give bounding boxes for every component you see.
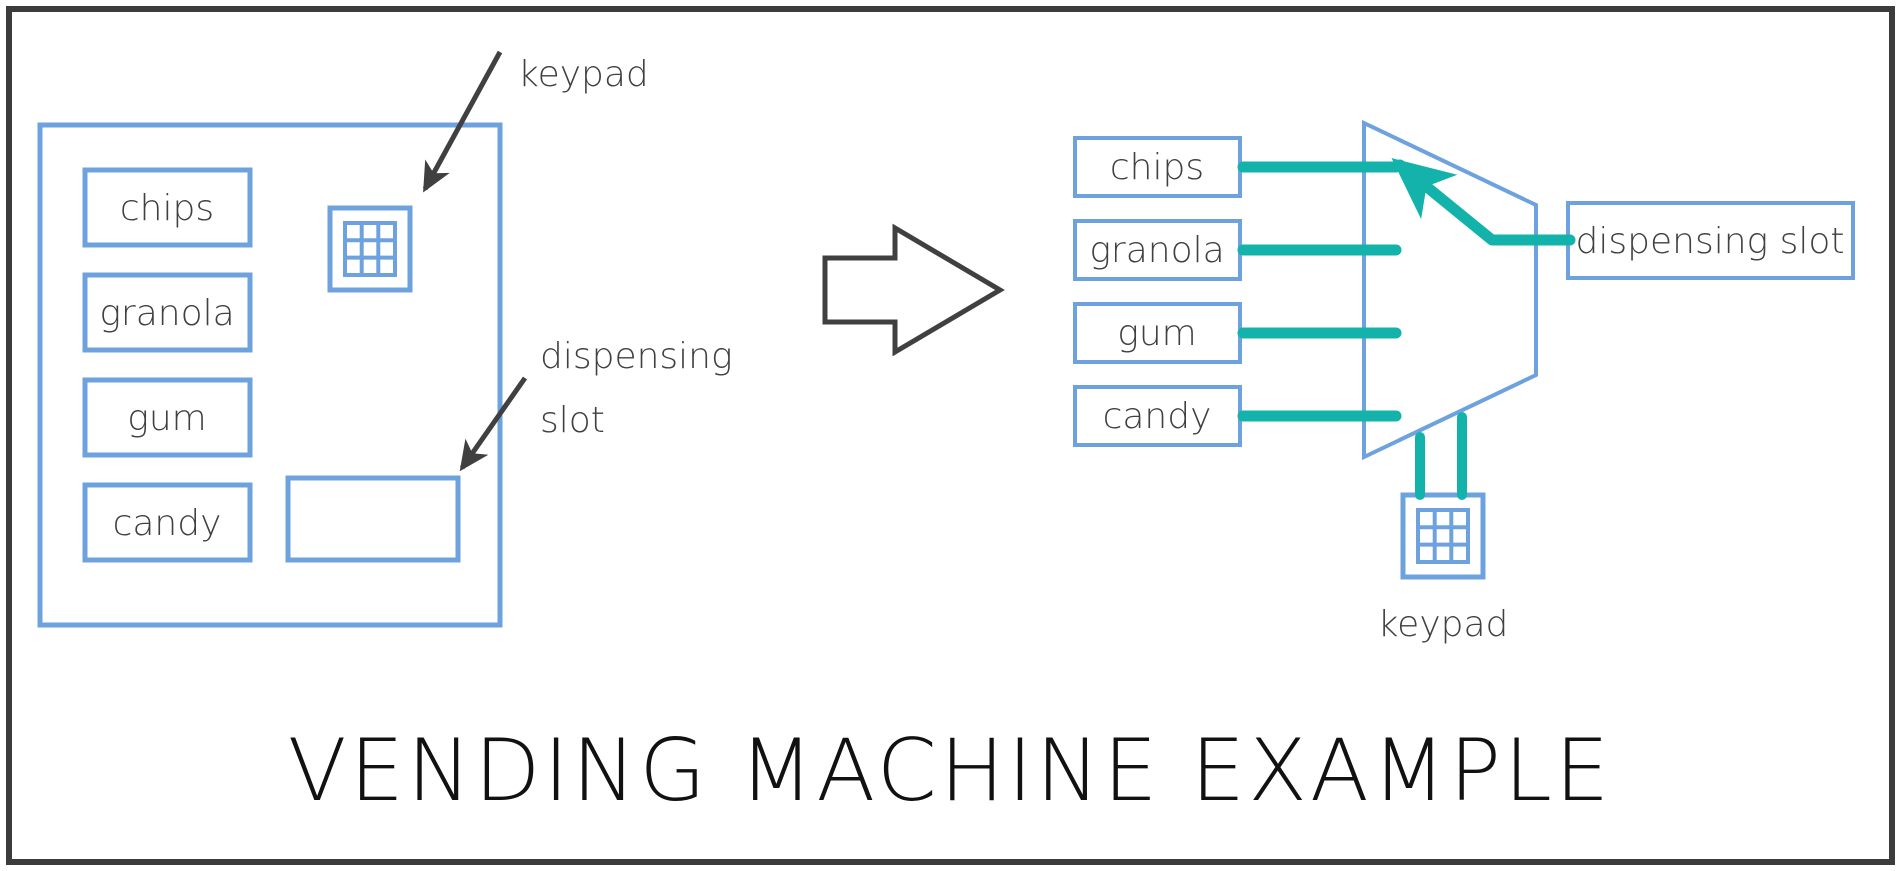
mux-selection-path	[1391, 158, 1576, 246]
mux-input-granola[interactable]: granola	[1073, 219, 1242, 281]
product-slot-gum-label: gum	[127, 398, 207, 439]
product-slot-gum[interactable]: gum	[82, 377, 253, 458]
figure-frame	[6, 6, 1895, 865]
right-panel-group: chips granola gum candy dispensing slot	[1073, 119, 1855, 645]
product-slot-chips-label: chips	[120, 188, 214, 229]
dispensing-slot-callout-label-line2: slot	[540, 400, 605, 441]
mux-input-granola-label: granola	[1089, 230, 1224, 271]
machine-body	[37, 122, 503, 628]
mux-select-lines	[1415, 412, 1467, 500]
transform-arrow	[822, 223, 1005, 357]
mux-select-keypad-icon[interactable]	[1400, 492, 1486, 580]
keypad-callout-label: keypad	[518, 54, 649, 95]
figure-title: VENDING MACHINE EXAMPLE	[288, 721, 1612, 821]
mux-input-candy[interactable]: candy	[1073, 385, 1242, 447]
mux-input-gum-label: gum	[1117, 313, 1197, 354]
dispensing-slot-box[interactable]	[285, 475, 461, 563]
mux-output-dispensing-slot[interactable]: dispensing slot	[1566, 201, 1855, 280]
mux-input-candy-label: candy	[1103, 396, 1212, 437]
mux-input-chips[interactable]: chips	[1073, 136, 1242, 198]
mux-output-dispensing-slot-label: dispensing slot	[1576, 221, 1845, 262]
mux-input-chips-label: chips	[1110, 147, 1204, 188]
keypad-callout-arrow	[422, 50, 503, 193]
product-slot-granola-label: granola	[99, 293, 234, 334]
mux-select-keypad-label: keypad	[1378, 604, 1509, 645]
mux-input-wires	[1237, 161, 1402, 422]
mux-input-gum[interactable]: gum	[1073, 302, 1242, 364]
dispensing-slot-callout-arrow	[459, 376, 528, 472]
product-slot-chips[interactable]: chips	[82, 167, 253, 248]
product-slot-candy-label: candy	[113, 503, 222, 544]
dispensing-slot-callout-label-line1: dispensing	[540, 336, 733, 377]
multiplexer-trapezoid[interactable]	[1362, 119, 1538, 461]
product-slot-granola[interactable]: granola	[82, 272, 253, 353]
keypad-icon[interactable]	[327, 205, 413, 293]
left-panel-group: chips granola gum candy	[37, 50, 733, 628]
product-slot-candy[interactable]: candy	[82, 482, 253, 563]
